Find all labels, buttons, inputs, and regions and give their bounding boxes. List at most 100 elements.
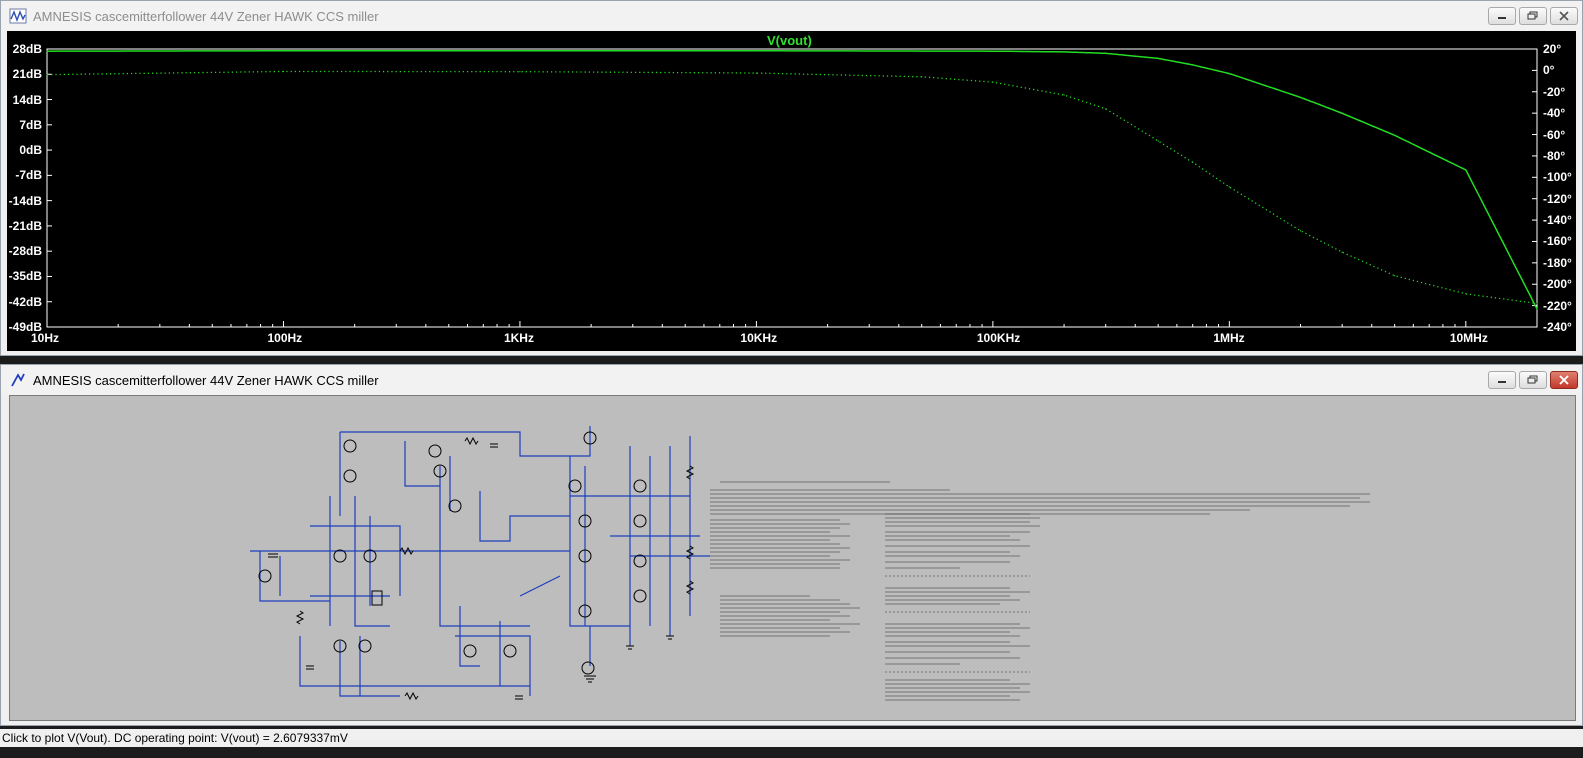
ground-symbol bbox=[626, 645, 634, 650]
transistor bbox=[633, 589, 647, 603]
schematic-canvas[interactable] bbox=[9, 395, 1576, 721]
zener-block bbox=[371, 590, 383, 606]
transistor bbox=[363, 549, 377, 563]
capacitor bbox=[515, 695, 523, 700]
wire bbox=[299, 636, 530, 687]
wire bbox=[439, 466, 530, 627]
phase-data-point bbox=[1341, 251, 1343, 253]
waveform-titlebar[interactable]: AMNESIS cascemitterfollower 44V Zener HA… bbox=[1, 1, 1582, 31]
phase-data-point bbox=[1105, 108, 1107, 110]
minimize-icon bbox=[1498, 381, 1506, 383]
y-right-tick-label: -60° bbox=[1543, 127, 1566, 142]
x-tick-label: 1KHz bbox=[503, 331, 534, 345]
x-tick-label: 100KHz bbox=[976, 331, 1021, 345]
magnitude-data-point bbox=[519, 50, 521, 52]
schematic-titlebar[interactable]: AMNESIS cascemitterfollower 44V Zener HA… bbox=[1, 365, 1582, 395]
x-tick-label: 10KHz bbox=[740, 331, 778, 345]
close-icon bbox=[1559, 11, 1569, 21]
voltage-source bbox=[583, 431, 597, 445]
plot-frame bbox=[46, 48, 1538, 328]
transistor bbox=[578, 549, 592, 563]
magnitude-data-point bbox=[1063, 51, 1065, 53]
waveform-window: AMNESIS cascemitterfollower 44V Zener HA… bbox=[0, 0, 1583, 356]
resistor bbox=[464, 436, 479, 446]
phase-data-point bbox=[282, 70, 285, 73]
transistor bbox=[333, 639, 347, 653]
transistor bbox=[343, 469, 357, 483]
minimize-button[interactable] bbox=[1488, 371, 1516, 389]
wire bbox=[479, 491, 570, 542]
capacitor bbox=[490, 443, 498, 448]
phase-data-point bbox=[1394, 275, 1396, 277]
close-icon bbox=[1559, 375, 1569, 385]
close-button[interactable] bbox=[1550, 371, 1578, 389]
transistor bbox=[503, 644, 517, 658]
y-left-tick-label: 7dB bbox=[19, 117, 42, 132]
y-right-tick-label: -180° bbox=[1543, 255, 1572, 270]
y-right-tick-label: -100° bbox=[1543, 170, 1572, 185]
restore-icon bbox=[1527, 375, 1538, 384]
restore-icon bbox=[1527, 11, 1538, 20]
plot-area[interactable] bbox=[7, 31, 1578, 353]
transistor bbox=[433, 464, 447, 478]
y-left-tick-label: -42dB bbox=[8, 294, 42, 309]
wire bbox=[354, 496, 390, 627]
waveform-window-controls bbox=[1488, 7, 1578, 25]
tick-marks bbox=[46, 48, 1538, 328]
wire bbox=[455, 635, 531, 696]
wire bbox=[404, 441, 440, 487]
phase-data-point bbox=[519, 71, 521, 73]
transistor bbox=[463, 644, 477, 658]
transistor bbox=[568, 479, 582, 493]
phase-data-point bbox=[1228, 186, 1230, 188]
phase-data-point bbox=[46, 74, 48, 76]
magnitude-trace[interactable] bbox=[46, 50, 1538, 310]
y-left-tick-label: 21dB bbox=[12, 67, 42, 82]
magnitude-data-point bbox=[1536, 308, 1538, 310]
wire bbox=[519, 575, 561, 597]
resistor bbox=[404, 691, 419, 701]
schematic-window: AMNESIS cascemitterfollower 44V Zener HA… bbox=[0, 364, 1583, 726]
phase-data-point bbox=[1192, 161, 1194, 163]
transistor bbox=[578, 514, 592, 528]
circuit-drawing[interactable] bbox=[10, 396, 1576, 721]
restore-button[interactable] bbox=[1519, 7, 1547, 25]
transistor bbox=[333, 549, 347, 563]
y-right-tick-label: -20° bbox=[1543, 84, 1566, 99]
close-button[interactable] bbox=[1550, 7, 1578, 25]
magnitude-data-point bbox=[282, 50, 285, 52]
x-tick-label: 10Hz bbox=[31, 331, 60, 345]
transistor bbox=[633, 479, 647, 493]
trace-label[interactable]: V(vout) bbox=[767, 33, 812, 48]
y-left-tick-label: 28dB bbox=[12, 42, 42, 56]
y-left-tick-label: -35dB bbox=[8, 269, 42, 284]
transistor bbox=[633, 514, 647, 528]
y-left-tick-label: -7dB bbox=[15, 168, 42, 183]
wire bbox=[259, 551, 330, 602]
resistor bbox=[685, 580, 695, 595]
ground-symbol bbox=[584, 675, 596, 683]
y-right-tick-label: -120° bbox=[1543, 191, 1572, 206]
restore-button[interactable] bbox=[1519, 371, 1547, 389]
transistor bbox=[343, 439, 357, 453]
phase-trace[interactable] bbox=[46, 70, 1538, 305]
magnitude-data-point bbox=[1465, 169, 1467, 171]
y-left-tick-label: -14dB bbox=[8, 193, 42, 208]
magnitude-data-point bbox=[755, 50, 758, 52]
schematic-window-controls bbox=[1488, 371, 1578, 389]
y-right-tick-label: -240° bbox=[1543, 320, 1572, 334]
y-left-tick-label: 0dB bbox=[19, 143, 42, 158]
transistor bbox=[578, 604, 592, 618]
ground-symbol bbox=[666, 635, 674, 640]
x-tick-label: 10MHz bbox=[1449, 331, 1488, 345]
phase-data-point bbox=[755, 72, 758, 74]
y-right-tick-label: -160° bbox=[1543, 234, 1572, 249]
voltage-source bbox=[258, 569, 272, 583]
minimize-button[interactable] bbox=[1488, 7, 1516, 25]
magnitude-data-point bbox=[1394, 134, 1396, 136]
magnitude-data-point bbox=[1341, 112, 1343, 114]
y-left-tick-label: -28dB bbox=[8, 244, 42, 259]
wire bbox=[340, 426, 591, 457]
phase-data-point bbox=[1157, 140, 1159, 142]
